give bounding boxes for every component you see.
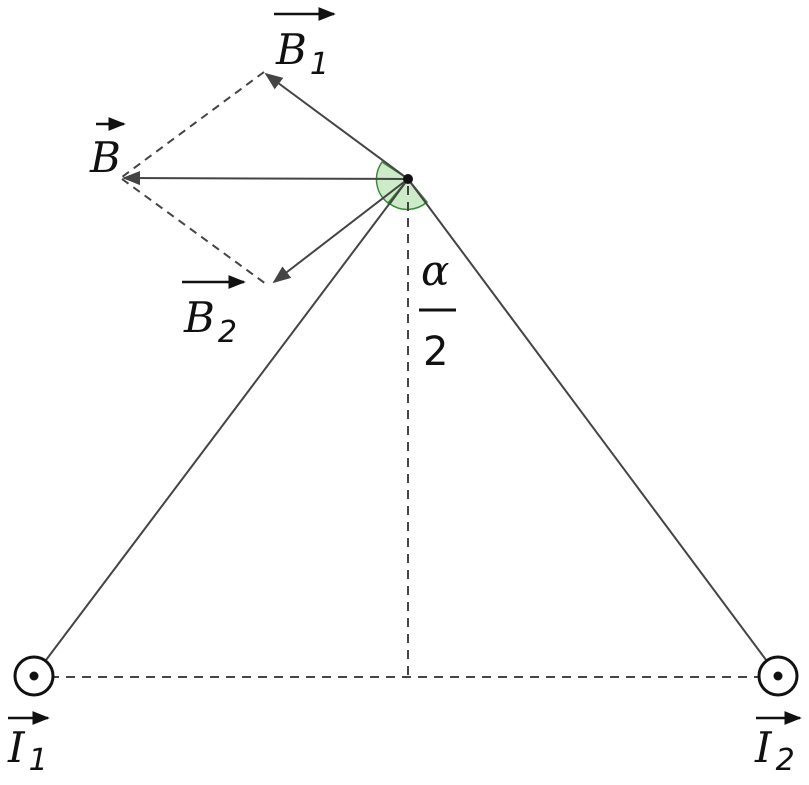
svg-text:B2: B2	[183, 293, 237, 350]
left-side-line	[33, 178, 409, 677]
label-i1-sub: 1	[29, 743, 48, 778]
current-i1-symbol	[13, 655, 55, 697]
vector-b-arrow	[122, 170, 409, 186]
label-b2-base: B	[183, 293, 215, 342]
vector-b2-arrow	[272, 181, 405, 284]
label-b-base: B	[89, 133, 121, 182]
angle-label: α 2	[419, 246, 456, 375]
construction-line-top	[121, 71, 265, 178]
label-b1-sub: 1	[310, 47, 329, 82]
svg-text:I2: I2	[754, 723, 795, 778]
svg-text:B1: B1	[275, 25, 329, 82]
label-b2-sub: 2	[218, 315, 237, 350]
apex-point	[403, 174, 413, 184]
label-b1-base: B	[275, 25, 307, 74]
angle-numerator: α	[421, 246, 449, 295]
vector-b1-arrow	[264, 72, 409, 180]
label-i1-base: I	[7, 723, 26, 772]
label-i2-sub: 2	[776, 743, 795, 778]
svg-text:I1: I1	[7, 723, 48, 778]
angle-denominator: 2	[423, 329, 448, 375]
right-side-line	[407, 178, 779, 677]
angle-arc	[375, 160, 410, 205]
label-b: B	[89, 117, 126, 182]
label-i2-base: I	[754, 723, 773, 772]
construction-line-bottom	[121, 178, 267, 285]
current-i2-symbol	[757, 655, 799, 697]
